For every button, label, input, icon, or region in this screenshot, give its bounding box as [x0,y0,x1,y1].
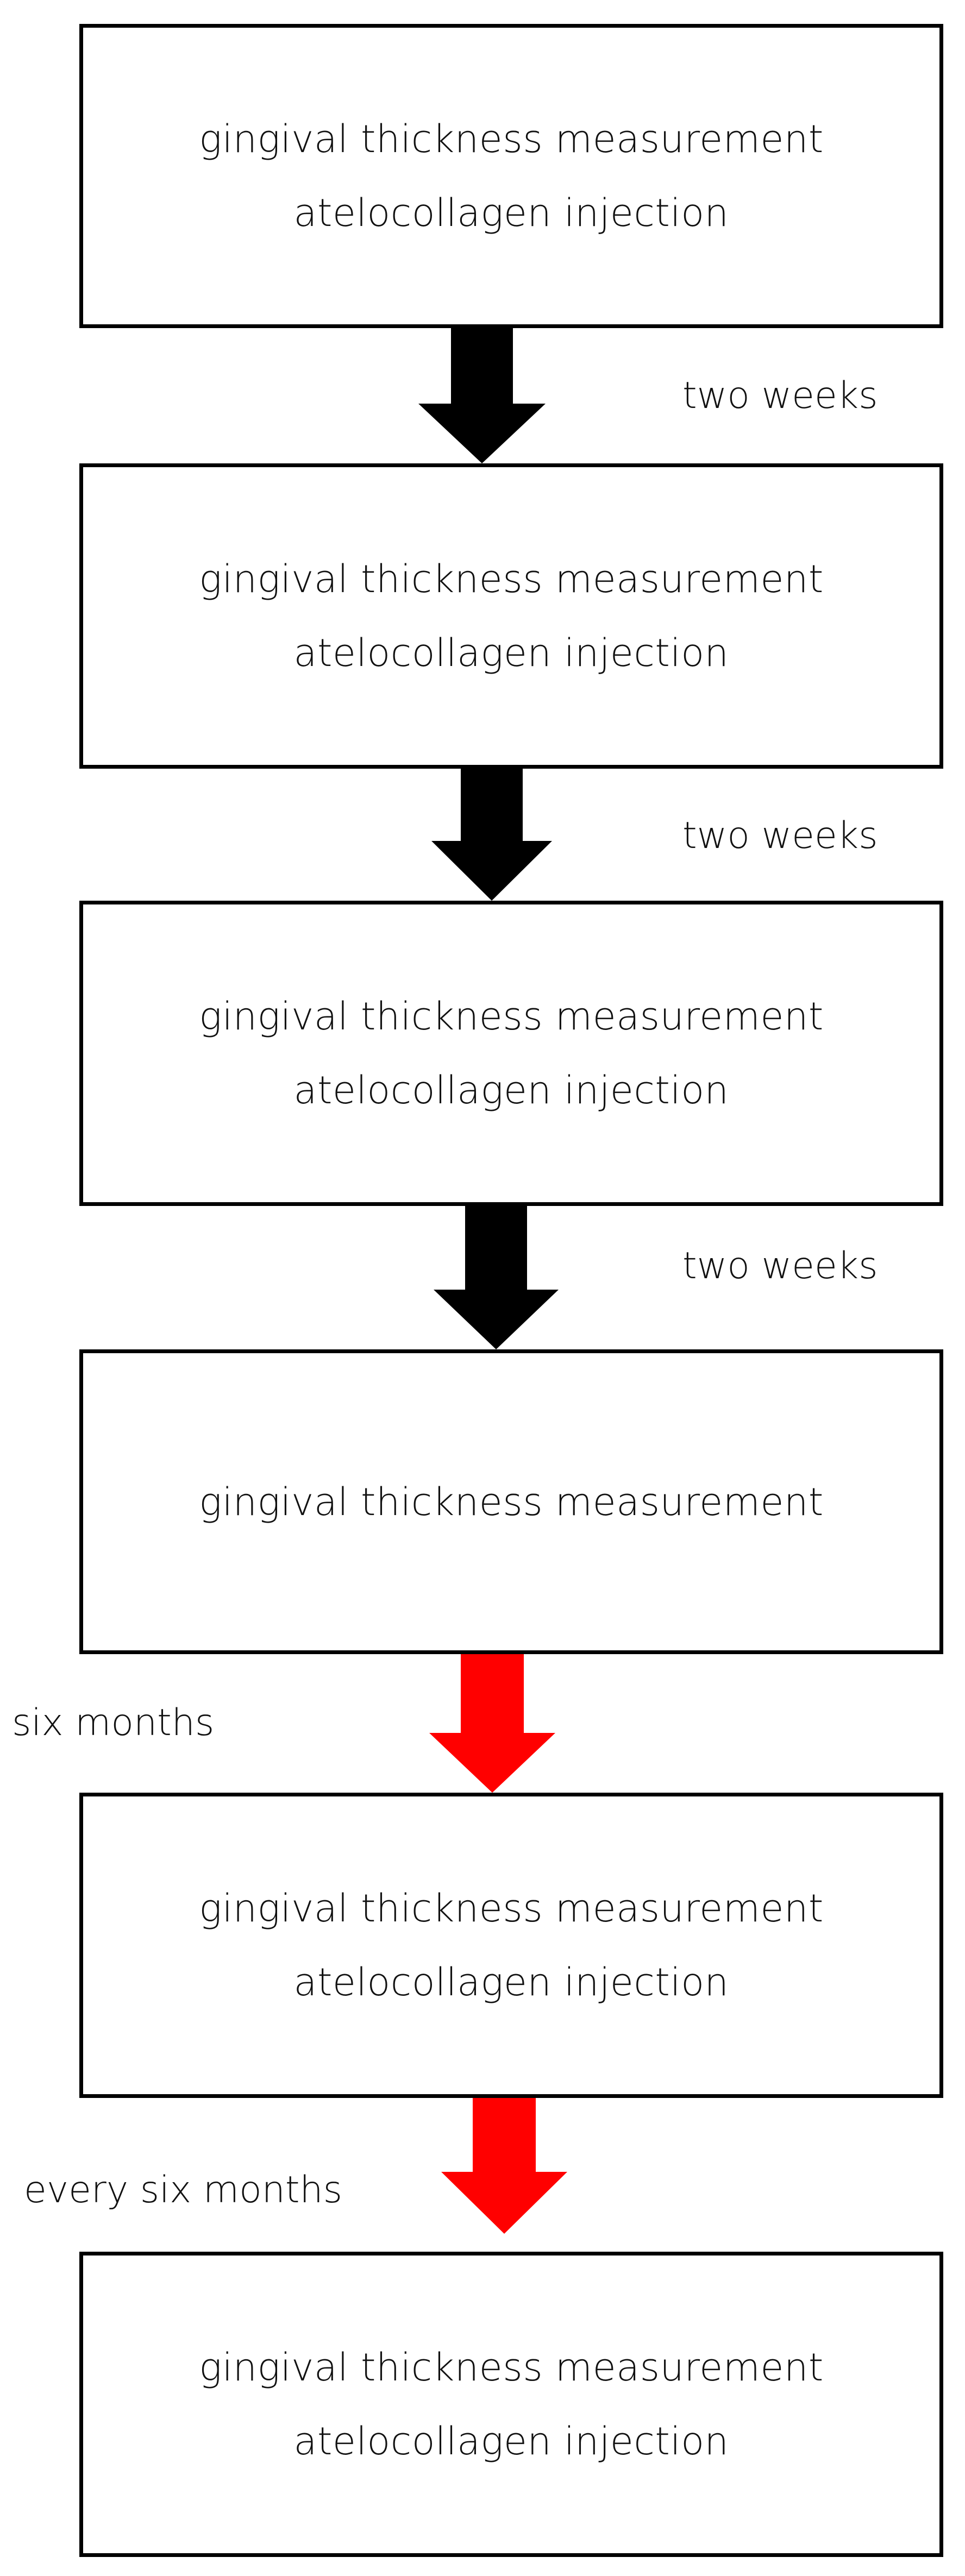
step-3-line-2: atelocollagen injection [293,1068,729,1113]
interval-label-5: every six months [24,2169,343,2211]
transition-arrow-2 [431,769,552,901]
step-box-2: gingival thickness measurement atelocoll… [79,463,943,769]
transition-arrow-4 [429,1654,555,1793]
step-1-line-2: atelocollagen injection [293,191,729,235]
step-4-line-1: gingival thickness measurement [199,1479,824,1524]
step-box-3: gingival thickness measurement atelocoll… [79,901,943,1206]
transition-arrow-1 [418,328,546,463]
step-6-line-1: gingival thickness measurement [199,2345,824,2390]
step-2-line-1: gingival thickness measurement [199,557,824,601]
step-box-4: gingival thickness measurement [79,1349,943,1654]
interval-label-1: two weeks [682,374,878,417]
transition-arrow-5 [441,2098,567,2234]
interval-label-2: two weeks [682,814,878,857]
step-5-line-2: atelocollagen injection [293,1960,729,2005]
step-box-1: gingival thickness measurement atelocoll… [79,24,943,328]
step-2-line-2: atelocollagen injection [293,631,729,675]
step-3-line-1: gingival thickness measurement [199,994,824,1039]
interval-label-4: six months [12,1701,215,1744]
interval-label-3: two weeks [682,1245,878,1287]
step-box-5: gingival thickness measurement atelocoll… [79,1793,943,2098]
transition-arrow-3 [434,1206,559,1349]
step-6-line-2: atelocollagen injection [293,2419,729,2464]
step-1-line-1: gingival thickness measurement [199,117,824,161]
step-box-6: gingival thickness measurement atelocoll… [79,2252,943,2557]
step-5-line-1: gingival thickness measurement [199,1886,824,1931]
